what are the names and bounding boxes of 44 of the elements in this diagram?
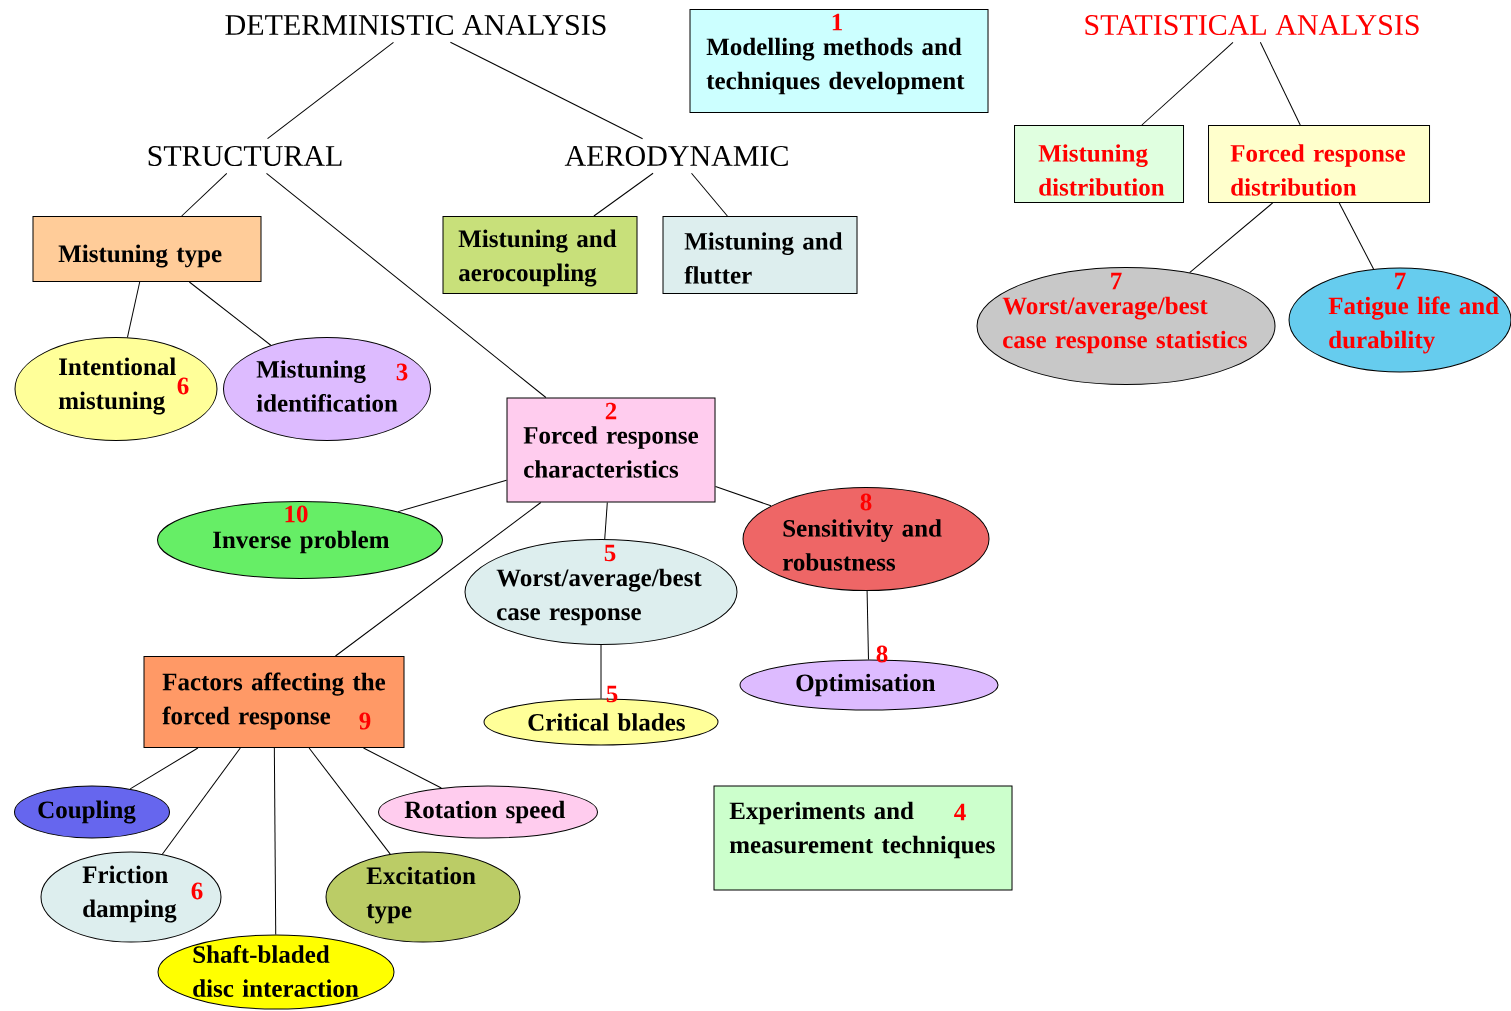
callout-number: 1 — [832, 13, 842, 31]
connector-line — [335, 502, 542, 657]
connector-line — [181, 172, 228, 217]
heading-text: STRUCTURAL — [148, 145, 342, 167]
connector-line — [273, 747, 277, 935]
callout-number: 7 — [1395, 272, 1406, 290]
connector-line — [593, 172, 654, 217]
callout-number: 9 — [359, 712, 371, 730]
topic-box: Forced response distribution — [1208, 125, 1430, 203]
connector-line — [715, 485, 772, 507]
callout-number: 7 — [1111, 272, 1122, 290]
heading-text: STATISTICAL ANALYSIS — [1085, 14, 1419, 36]
callout-number: 2 — [605, 402, 617, 420]
heading-text: AERODYNAMIC — [564, 145, 788, 167]
callout-number: 5 — [604, 544, 616, 562]
connector-line — [308, 747, 391, 855]
callout-number: 4 — [954, 803, 966, 821]
connector-line — [866, 590, 869, 660]
connector-line — [397, 479, 507, 513]
connector-line — [267, 41, 394, 140]
connector-line — [1141, 41, 1234, 126]
topic-box: Mistuning and aerocoupling — [442, 216, 638, 294]
callout-number: 3 — [396, 363, 408, 381]
callout-number: 8 — [860, 493, 872, 511]
connector-line — [363, 747, 442, 789]
topic-box: Mistuning type — [32, 216, 262, 282]
connector-line — [126, 281, 141, 338]
connector-line — [691, 172, 728, 217]
connector-line — [129, 747, 199, 790]
connector-line — [188, 281, 272, 346]
connector-line — [266, 172, 547, 398]
connector-line — [449, 41, 644, 140]
callout-number: 6 — [177, 377, 189, 395]
callout-number: 6 — [191, 882, 203, 900]
connector-line — [604, 502, 608, 540]
connector-line — [1259, 41, 1301, 126]
connector-line — [161, 747, 241, 855]
connector-line — [1189, 202, 1274, 274]
heading-text: DETERMINISTIC ANALYSIS — [225, 14, 606, 36]
connector-line — [1338, 202, 1375, 270]
topic-box: Mistuning and flutter — [662, 216, 858, 294]
connector-line — [600, 644, 602, 699]
topic-box: Mistuning distribution — [1014, 125, 1184, 203]
callout-number: 10 — [285, 505, 308, 523]
